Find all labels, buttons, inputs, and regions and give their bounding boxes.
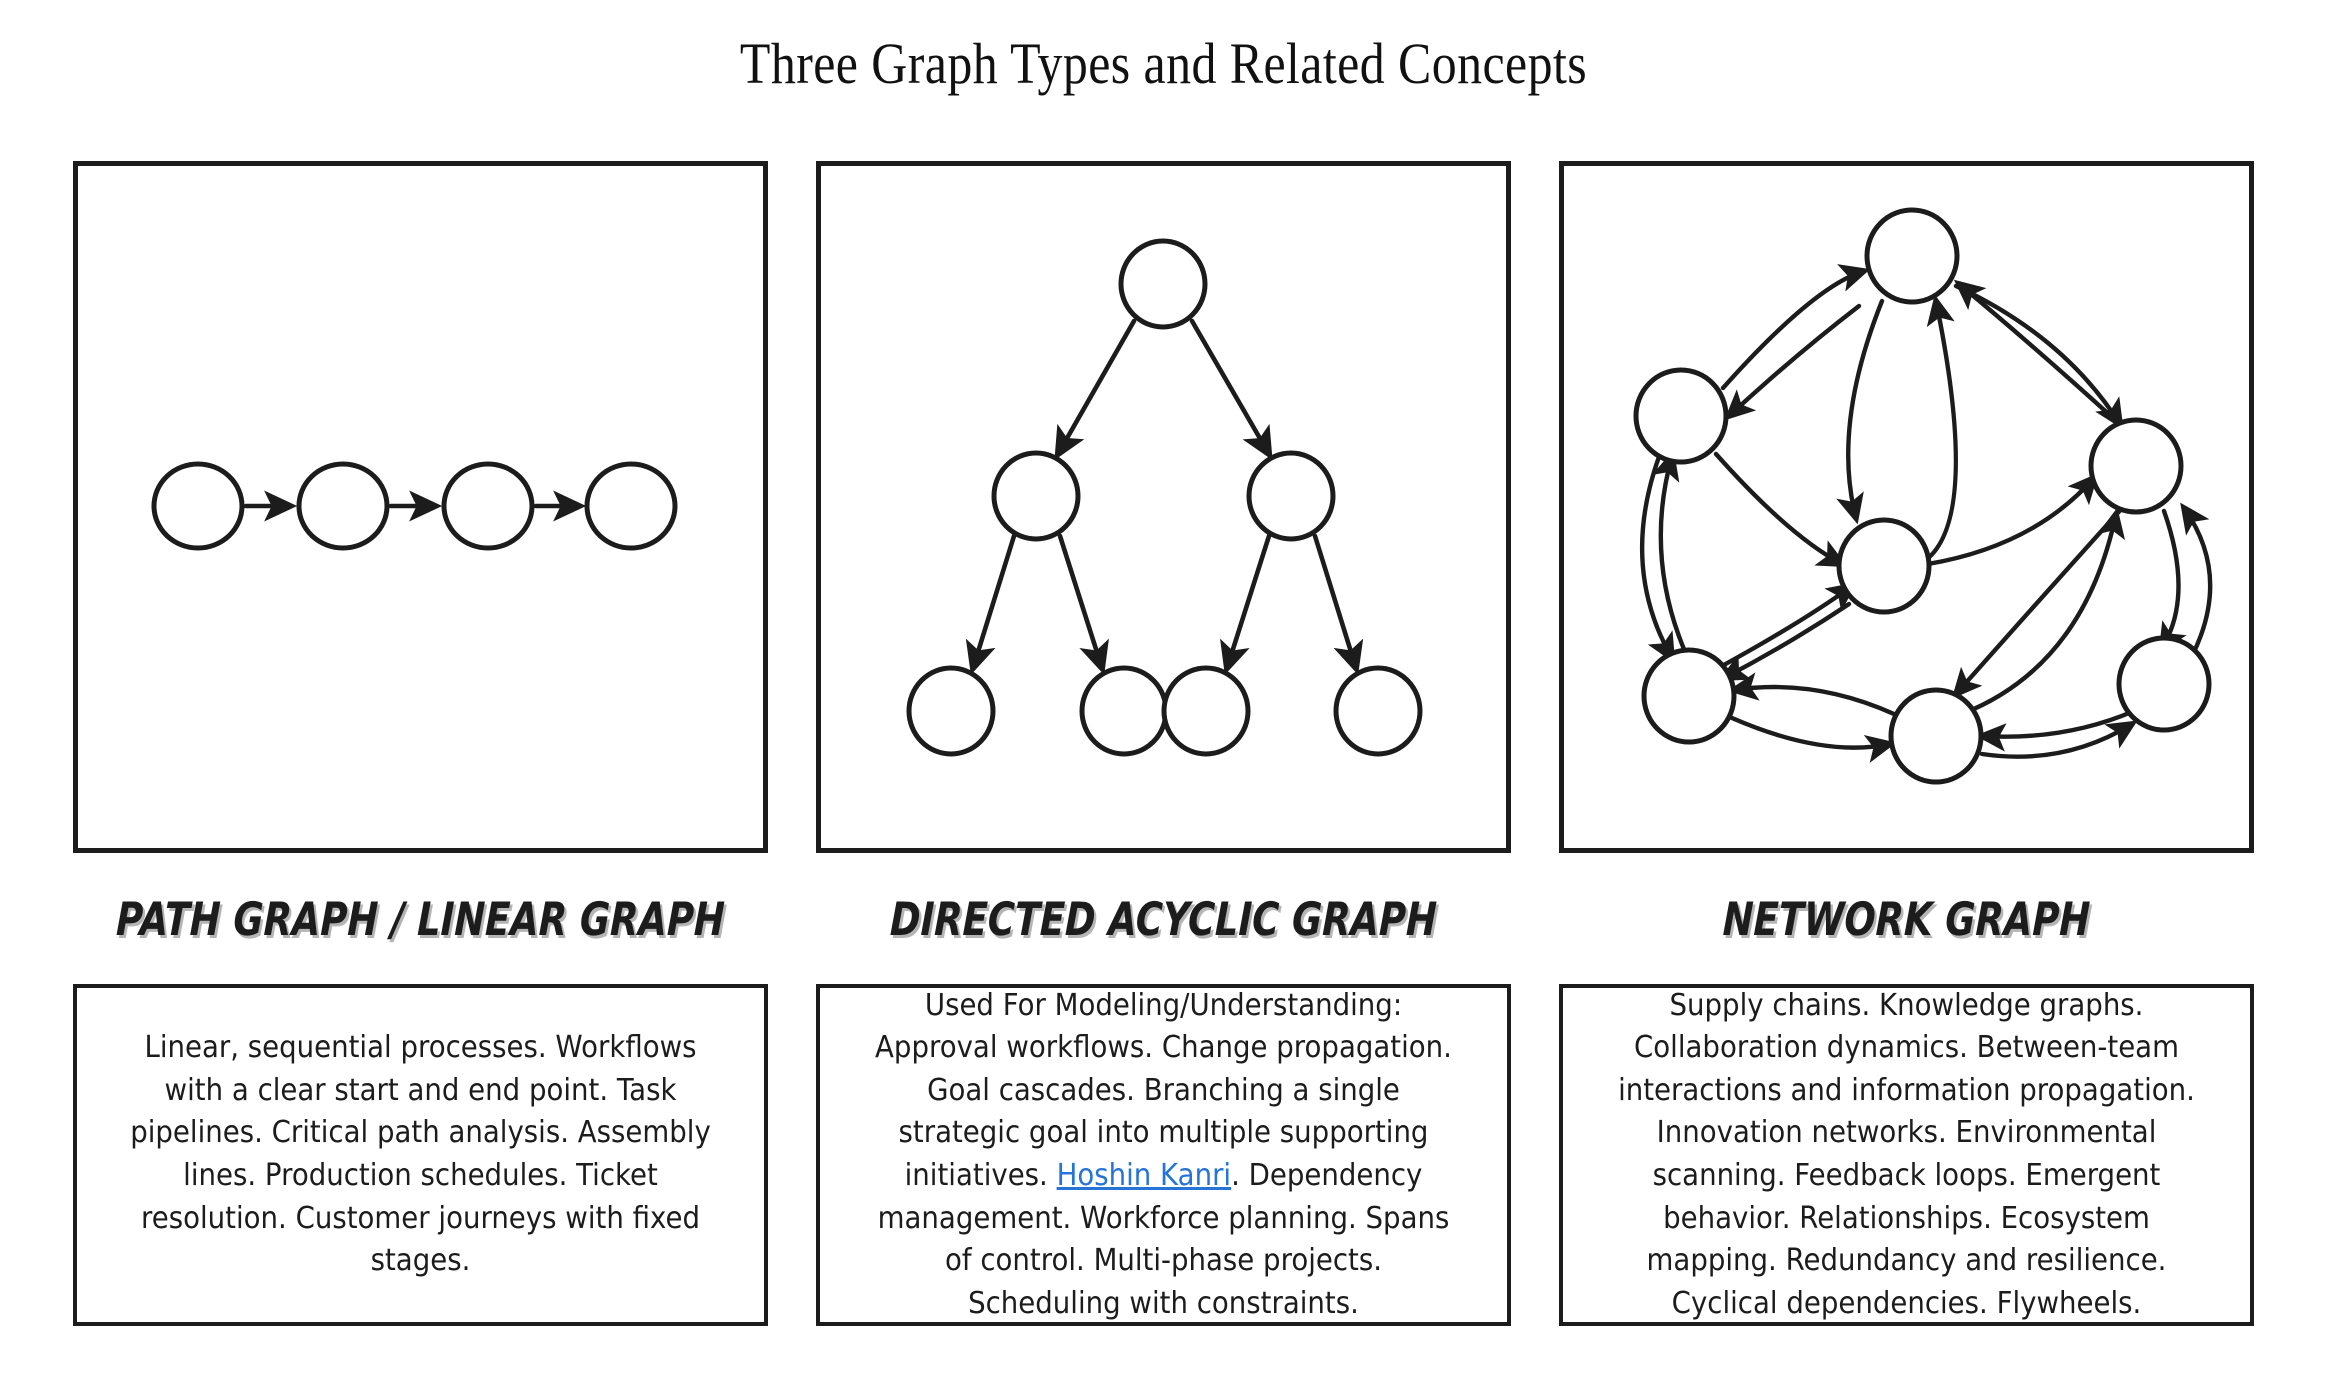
dag-node-c — [906, 665, 996, 757]
net-edge-d-to-g — [2158, 508, 2187, 654]
panel-label-path-graph: Path Graph / Linear Graph — [115, 891, 726, 946]
path-node-3 — [441, 461, 535, 551]
path-node-2 — [296, 461, 390, 551]
desc-lead-dag: Used For Modeling/Understanding: Approva… — [875, 987, 1452, 1193]
page-title: Three Graph Types and Related Concepts — [739, 31, 1588, 96]
dag-edge-a-c — [965, 533, 1017, 675]
network-graph-panel — [1559, 161, 2254, 853]
desc-box-network-graph: Supply chains. Knowledge graphs. Collabo… — [1559, 984, 2254, 1326]
net-edge-a-to-c — [1836, 298, 1885, 525]
panel-label-network-graph: Network Graph — [1722, 891, 2091, 946]
net-node-d — [2088, 417, 2184, 515]
column-network-graph: Network Graph Supply chains. Knowledge g… — [1559, 161, 2254, 1326]
net-edge-f-to-g — [1979, 720, 2138, 759]
net-edge-b-to-c — [1713, 451, 1848, 568]
net-node-c — [1836, 517, 1932, 615]
net-edge-c-to-a — [1913, 294, 1958, 569]
column-directed-acyclic-graph: Directed Acyclic Graph Used For Modeling… — [816, 161, 1511, 1326]
net-edge-e-to-c — [1719, 582, 1858, 669]
hoshin-kanri-link[interactable]: Hoshin Kanri — [1056, 1158, 1232, 1193]
dag-node-f — [1333, 665, 1423, 757]
dag-node-b — [1246, 450, 1336, 542]
net-node-e — [1641, 647, 1737, 745]
dag-node-root — [1118, 238, 1208, 330]
dag-edge-b-f — [1312, 533, 1364, 675]
dag-edge-root-right — [1189, 318, 1273, 461]
dag-edge-a-d — [1057, 533, 1109, 675]
net-node-a — [1864, 207, 1960, 305]
net-node-b — [1633, 367, 1729, 465]
net-edge-a-to-b — [1724, 303, 1862, 421]
desc-text-directed-acyclic-graph: Used For Modeling/Understanding: Approva… — [870, 985, 1458, 1326]
desc-lead-path-graph: Linear, sequential processes. Workflows … — [130, 1030, 711, 1279]
net-edge-d-to-a — [1953, 279, 2127, 431]
network-graph-figure — [1633, 207, 2213, 785]
desc-text-path-graph: Linear, sequential processes. Workflows … — [127, 1027, 715, 1283]
desc-lead-network-graph: Supply chains. Knowledge graphs. Collabo… — [1618, 987, 2195, 1321]
dag-node-e — [1161, 665, 1251, 757]
dag-node-a — [991, 450, 1081, 542]
desc-box-directed-acyclic-graph: Used For Modeling/Understanding: Approva… — [816, 984, 1511, 1326]
path-graph-figure — [151, 461, 678, 551]
column-path-graph: Path Graph / Linear Graph Linear, sequen… — [73, 161, 768, 1326]
net-edge-f-to-e — [1727, 672, 1897, 717]
dag-figure — [906, 238, 1423, 757]
desc-box-path-graph: Linear, sequential processes. Workflows … — [73, 984, 768, 1326]
net-edge-g-to-d — [2180, 502, 2213, 659]
desc-tail-dag: . Dependency management. Workforce plann… — [877, 1158, 1450, 1321]
net-edge-e-to-f — [1729, 715, 1897, 763]
net-edge-f-to-d — [1959, 507, 2126, 717]
net-edge-b-to-e — [1640, 451, 1676, 664]
net-node-f — [1888, 687, 1984, 785]
net-edge-e-to-b — [1651, 449, 1689, 657]
panel-columns: Path Graph / Linear Graph Linear, sequen… — [73, 161, 2255, 1326]
panel-label-directed-acyclic-graph: Directed Acyclic Graph — [889, 891, 1438, 946]
net-edge-c-to-e — [1718, 601, 1852, 682]
dag-node-d — [1079, 665, 1169, 757]
path-node-4 — [584, 461, 678, 551]
desc-text-network-graph: Supply chains. Knowledge graphs. Collabo… — [1613, 985, 2201, 1326]
net-edge-g-to-f — [1975, 708, 2137, 752]
net-edge-b-to-a — [1720, 264, 1871, 391]
dag-edge-root-left — [1054, 318, 1137, 461]
path-node-1 — [151, 461, 245, 551]
dag-panel — [816, 161, 1511, 853]
net-edge-c-to-d — [1925, 473, 2099, 567]
path-graph-panel — [73, 161, 768, 853]
dag-edge-b-e — [1220, 533, 1272, 675]
net-node-g — [2116, 635, 2212, 733]
